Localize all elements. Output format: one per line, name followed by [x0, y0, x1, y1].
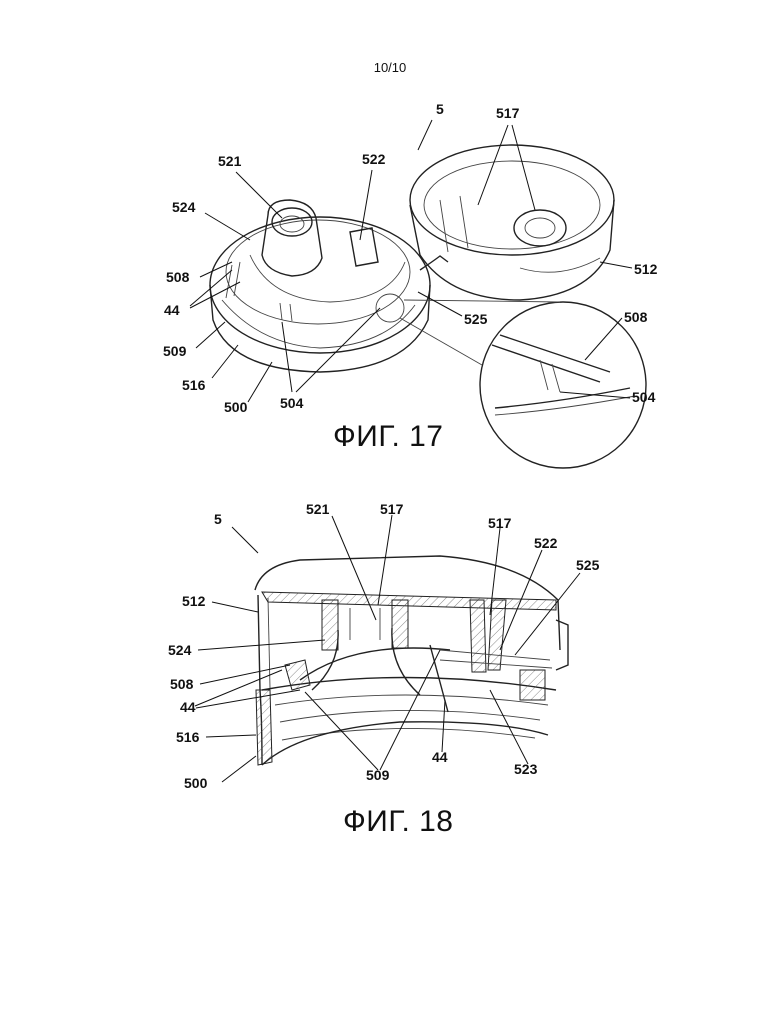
ref-525: 525	[464, 311, 488, 327]
ref-44-a: 44	[180, 699, 196, 715]
ref-5: 5	[436, 101, 444, 117]
ref-500: 500	[224, 399, 248, 415]
cap-lid-drawing	[410, 145, 614, 300]
cap-base-drawing	[210, 200, 448, 372]
ref-517-a: 517	[380, 501, 404, 517]
figure-18-labels: 5 521 517 517 522 525 512 524 508 44 516…	[168, 501, 600, 791]
figure-17-caption: ФИГ. 17	[333, 420, 444, 454]
ref-509: 509	[163, 343, 187, 359]
ref-508-detail: 508	[624, 309, 648, 325]
figure-18-drawing: 5 521 517 517 522 525 512 524 508 44 516…	[0, 480, 780, 810]
ref-523: 523	[514, 761, 538, 777]
figure-17-drawing: 5 517 521 522 524 508 44 509 516 500 504…	[0, 0, 780, 480]
ref-521: 521	[218, 153, 242, 169]
ref-521: 521	[306, 501, 330, 517]
ref-44: 44	[164, 302, 180, 318]
ref-524: 524	[172, 199, 196, 215]
ref-500: 500	[184, 775, 208, 791]
ref-516: 516	[182, 377, 206, 393]
figure-17-leaders	[190, 120, 632, 402]
ref-508: 508	[170, 676, 194, 692]
ref-44-b: 44	[432, 749, 448, 765]
ref-517-b: 517	[488, 515, 512, 531]
section-cap-drawing	[255, 556, 568, 765]
ref-504-detail: 504	[632, 389, 656, 405]
ref-508: 508	[166, 269, 190, 285]
figure-18-caption: ФИГ. 18	[343, 805, 454, 839]
ref-522: 522	[362, 151, 386, 167]
ref-525: 525	[576, 557, 600, 573]
figure-18: 5 521 517 517 522 525 512 524 508 44 516…	[0, 480, 780, 810]
ref-522: 522	[534, 535, 558, 551]
ref-5: 5	[214, 511, 222, 527]
figure-17-labels: 5 517 521 522 524 508 44 509 516 500 504…	[163, 101, 658, 415]
ref-512: 512	[182, 593, 206, 609]
ref-509: 509	[366, 767, 390, 783]
ref-524: 524	[168, 642, 192, 658]
ref-516: 516	[176, 729, 200, 745]
ref-512: 512	[634, 261, 658, 277]
figure-17: 5 517 521 522 524 508 44 509 516 500 504…	[0, 0, 780, 480]
ref-504: 504	[280, 395, 304, 411]
ref-517: 517	[496, 105, 520, 121]
figure-18-leaders	[195, 515, 580, 782]
